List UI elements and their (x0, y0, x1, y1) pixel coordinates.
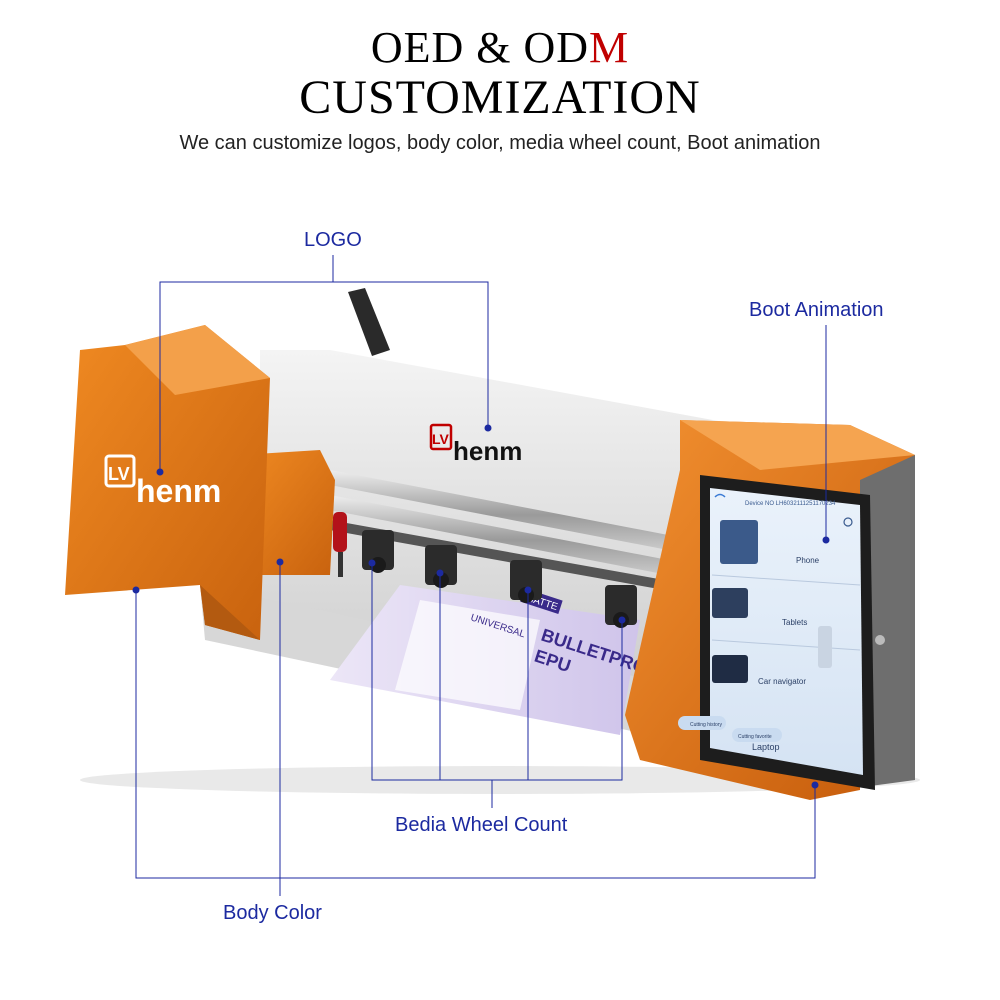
svg-text:Tablets: Tablets (782, 618, 807, 627)
callout-logo: LOGO (304, 229, 362, 251)
media-wheel-2 (425, 545, 457, 588)
screen-tab-cutting-favorite[interactable]: Cutting favorite (732, 728, 782, 742)
heading-accent-letter: M (589, 23, 630, 72)
touchscreen[interactable]: Device NO LH6032111251170234 Phone Table… (678, 475, 875, 790)
media-wheel-3 (510, 560, 542, 603)
center-logo-name: henm (453, 436, 522, 466)
top-rail (330, 470, 720, 560)
screen-wifi-icon (714, 493, 726, 498)
screen-item-phone[interactable]: Phone (720, 520, 820, 565)
callout-body-color: Body Color (223, 902, 322, 924)
right-console-top (680, 420, 915, 470)
wheel-leader-outer (371, 563, 623, 781)
center-logo: LV henm (429, 423, 522, 466)
bottom-rail (330, 495, 720, 585)
svg-text:Cutting favorite: Cutting favorite (738, 734, 772, 740)
logo-leader (159, 281, 489, 472)
center-logo-mark: LV (432, 431, 450, 447)
screen-item-car-navigator[interactable]: Car navigator (712, 655, 806, 686)
screen-device-no: Device NO LH6032111251170234 (745, 501, 836, 507)
screen-item-tablets[interactable]: Tablets (712, 588, 807, 627)
left-body-foot (200, 585, 260, 640)
svg-text:Cutting history: Cutting history (690, 722, 722, 728)
screen-tab-cutting-history[interactable]: Cutting history (678, 716, 726, 730)
left-logo-name: henm (136, 473, 221, 509)
left-orange-body (65, 325, 270, 640)
film-label (395, 600, 540, 710)
callout-media-wheel-count: Bedia Wheel Count (395, 814, 568, 836)
heading-line1: OED & ODM (370, 23, 630, 72)
blade-holder (333, 512, 347, 552)
subtitle: We can customize logos, body color, medi… (179, 132, 821, 154)
callout-dots (132, 424, 830, 789)
lever-handle (348, 288, 390, 356)
svg-text:Phone: Phone (796, 556, 820, 565)
side-port (875, 635, 885, 645)
left-body-top (125, 325, 270, 395)
screen-partial-label: Laptop (752, 742, 780, 752)
media-wheel-1 (362, 530, 394, 573)
body-color-leader (135, 590, 816, 879)
svg-text:Car navigator: Car navigator (758, 677, 806, 686)
blade-tip (338, 552, 343, 577)
media-wheels (362, 530, 637, 628)
callout-boot-animation: Boot Animation (749, 299, 884, 321)
heading-line2: CUSTOMIZATION (299, 71, 701, 124)
left-logo: LV henm (104, 454, 221, 509)
left-logo-mark: LV (108, 464, 130, 484)
screen-gear-icon (843, 517, 853, 527)
screen-side-handle (818, 626, 832, 668)
callout-lines (135, 255, 827, 896)
